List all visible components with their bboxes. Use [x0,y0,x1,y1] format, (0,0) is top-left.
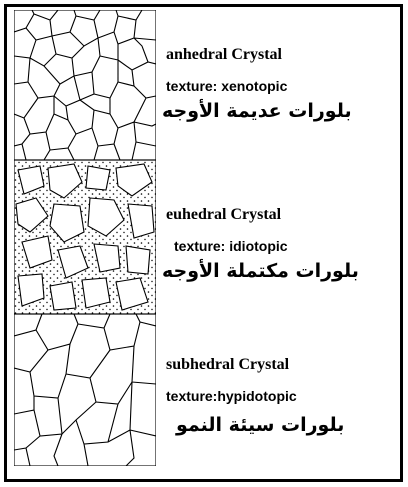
subhedral-arabic-label: بلورات سيئة النمو [176,414,344,436]
subhedral-texture-label: texture:hypidotopic [166,388,297,404]
anhedral-texture-label: texture: xenotopic [166,78,287,94]
subhedral-title: subhedral Crystal [166,356,289,374]
euhedral-texture-label: texture: idiotopic [174,238,288,254]
anhedral-texture-panel [14,10,156,160]
euhedral-arabic-label: بلورات مكتملة الأوجه [162,260,359,282]
anhedral-title: anhedral Crystal [166,46,282,64]
crystal-texture-illustrations [14,10,156,466]
anhedral-arabic-label: بلورات عديمة الأوجه [162,100,352,122]
euhedral-texture-panel [14,160,156,314]
subhedral-texture-panel [14,314,156,466]
euhedral-title: euhedral Crystal [166,206,281,224]
